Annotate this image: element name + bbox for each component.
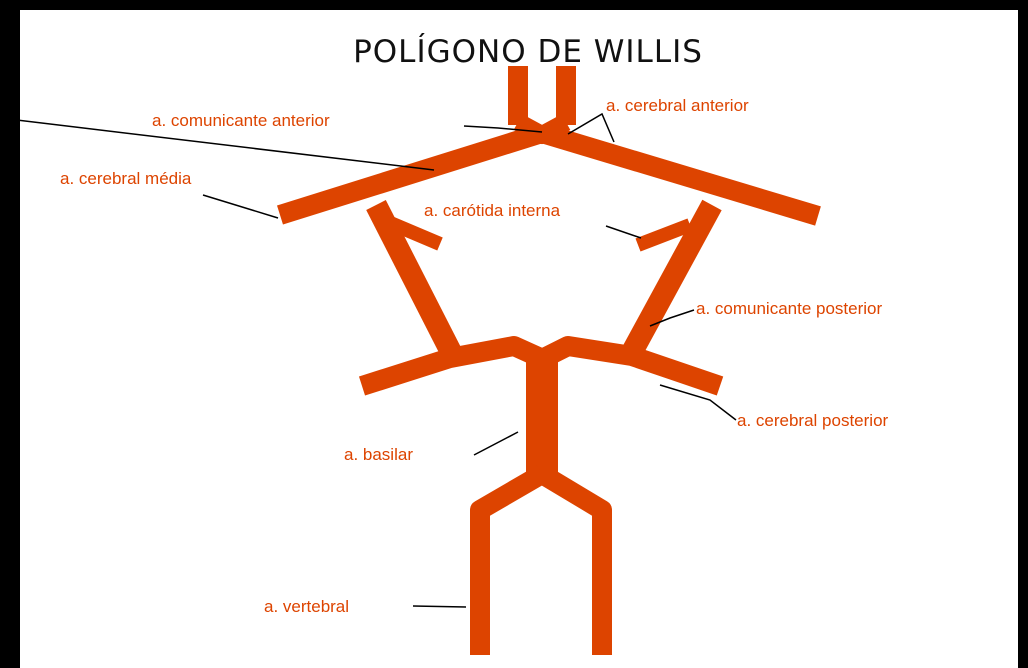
leader-comunicante-posterior — [649, 309, 695, 327]
artery-comunicante-posterior-right — [622, 199, 722, 358]
artery-comunicante-posterior-left — [366, 200, 462, 359]
label-cerebral-posterior: a. cerebral posterior — [737, 411, 889, 430]
label-basilar: a. basilar — [344, 445, 413, 464]
leader-carotida-interna — [605, 225, 642, 239]
leader-basilar — [473, 431, 519, 456]
diagram-title: POLÍGONO DE WILLIS — [353, 34, 703, 70]
leader-comunicante-anterior — [463, 125, 543, 133]
artery-cerebral-media-right — [539, 123, 821, 226]
leader-vertebral — [412, 605, 467, 608]
artery-cerebral-media-left — [277, 123, 545, 225]
leader-cerebral-media — [202, 194, 279, 219]
arteries — [277, 66, 821, 655]
label-vertebral: a. vertebral — [264, 597, 349, 616]
leader-cerebral-posterior — [659, 384, 737, 421]
artery-vertebral-right — [536, 465, 612, 655]
labels: a. comunicante anterior a. cerebral ante… — [60, 96, 889, 616]
artery-vertebral-left — [470, 465, 548, 655]
leader-lines — [0, 112, 737, 608]
label-comunicante-posterior: a. comunicante posterior — [696, 299, 882, 318]
label-comunicante-anterior: a. comunicante anterior — [152, 111, 330, 130]
leader-cerebral-anterior — [567, 112, 615, 143]
label-carotida-interna: a. carótida interna — [424, 201, 561, 220]
artery-carotida-interna-right — [635, 218, 693, 252]
leader-long — [0, 117, 435, 171]
artery-cerebral-posterior-left — [358, 336, 550, 396]
label-cerebral-anterior: a. cerebral anterior — [606, 96, 749, 115]
artery-cerebral-posterior-right — [535, 336, 724, 396]
label-cerebral-media: a. cerebral média — [60, 169, 192, 188]
